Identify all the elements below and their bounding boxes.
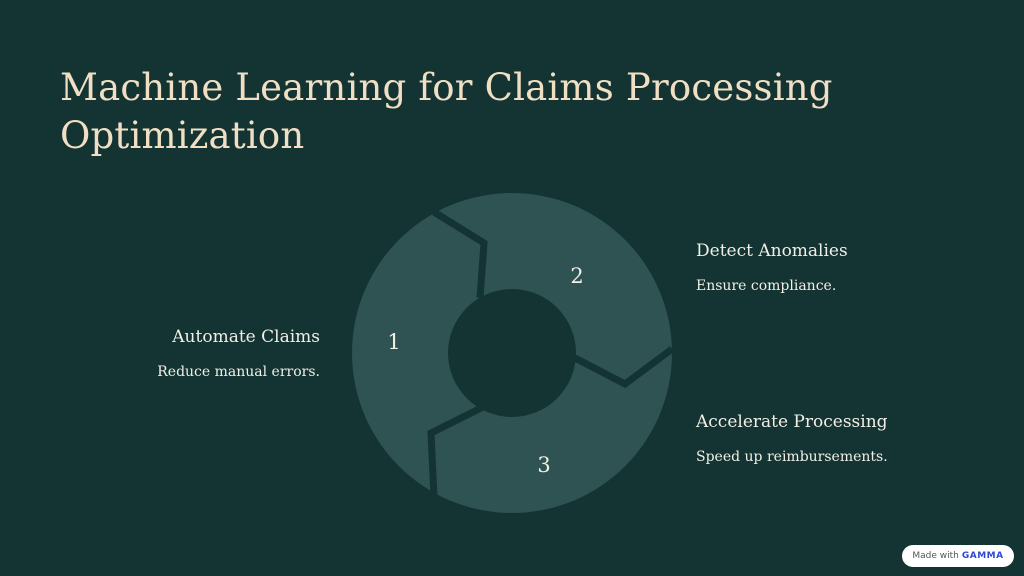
made-with-gamma-badge[interactable]: Made with GAMMA [902, 545, 1014, 567]
slide-title: Machine Learning for Claims Processing O… [60, 66, 833, 157]
separator-bottom [427, 403, 485, 498]
separator-right [573, 346, 672, 389]
gamma-logo: GAMMA [961, 551, 1004, 561]
item-heading: Automate Claims [172, 327, 320, 347]
item-detect-anomalies: Detect Anomalies Ensure compliance. [696, 240, 848, 295]
segment-number-3: 3 [537, 453, 550, 477]
item-heading: Detect Anomalies [696, 241, 848, 261]
item-description: Ensure compliance. [696, 278, 837, 294]
separator-top [432, 209, 488, 299]
item-automate-claims: Automate Claims Reduce manual errors. [157, 326, 320, 381]
item-heading: Accelerate Processing [696, 412, 888, 432]
badge-prefix: Made with [912, 551, 959, 561]
item-description: Speed up reimbursements. [696, 449, 888, 465]
segment-number-2: 2 [570, 264, 583, 288]
cycle-diagram: 1 2 3 [352, 193, 672, 513]
item-description: Reduce manual errors. [157, 364, 320, 380]
item-accelerate-processing: Accelerate Processing Speed up reimburse… [696, 411, 888, 466]
segment-number-1: 1 [387, 330, 400, 354]
